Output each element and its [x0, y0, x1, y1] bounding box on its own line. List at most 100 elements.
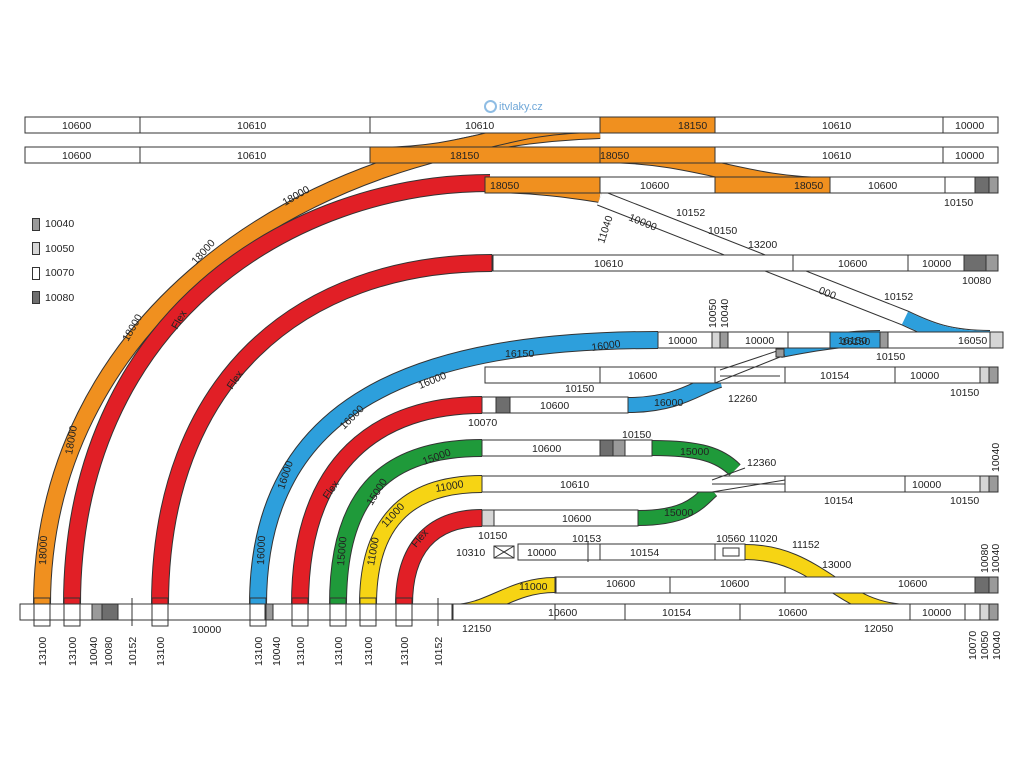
legend-swatch [32, 242, 40, 256]
label-bottom-10600a: 10600 [548, 607, 577, 619]
label-r12-4: 10080 [979, 544, 991, 573]
arc-label-16000-low: 16000 [654, 397, 683, 409]
vlabel-12: 13100 [399, 637, 411, 666]
label-r7-2: 10070 [468, 417, 497, 429]
label-r6-1: 10600 [628, 370, 657, 382]
label-10152-diag: 10152 [676, 207, 705, 219]
label-r4-3: 10000 [922, 258, 951, 270]
legend-swatch [32, 266, 40, 280]
track-row-1 [24, 116, 999, 134]
label-r9-3: 10000 [912, 479, 941, 491]
label-r3-4: 18050 [794, 180, 823, 192]
track-row-8 [481, 439, 653, 457]
vlabel-6: 13100 [155, 637, 167, 666]
label-r2-1: 10600 [62, 150, 91, 162]
legend: 10040 10050 10070 10080 [32, 212, 152, 310]
label-r11-1: 10310 [456, 547, 485, 559]
arc-label-15000-upper: 15000 [680, 446, 709, 458]
label-r2-5: 10610 [822, 150, 851, 162]
label-r9-1: 10610 [560, 479, 589, 491]
legend-swatch [32, 217, 40, 231]
legend-label: 10050 [45, 242, 75, 255]
label-r8-1: 10600 [532, 443, 561, 455]
track-row-10 [481, 509, 639, 527]
label-r5-2: 10040 [719, 299, 731, 328]
label-12260: 12260 [728, 393, 757, 405]
label-r5-4: 16150 [838, 335, 867, 347]
vlabel-4: 10080 [103, 637, 115, 666]
track-row-bottom [19, 603, 999, 621]
label-r3-5: 10150 [944, 197, 973, 209]
arc-label-16150-right: 16150 [841, 336, 870, 348]
label-10150-diag: 10150 [708, 225, 737, 237]
arc-label-blue-1: 16000 [591, 338, 622, 354]
legend-label: 10070 [45, 267, 75, 280]
label-bottom-12150: 12150 [462, 623, 491, 635]
label-bottom-10000: 10000 [192, 624, 221, 636]
label-r2-4: 18050 [600, 150, 629, 162]
label-11040: 11040 [595, 214, 615, 245]
label-r6-3: 10000 [910, 370, 939, 382]
label-r6-4: 10150 [950, 387, 979, 399]
label-13200-diag: 13200 [748, 239, 777, 251]
vlabel-3: 10040 [88, 637, 100, 666]
vlabel-7: 13100 [253, 637, 265, 666]
label-r8-5: 10040 [990, 443, 1002, 472]
label-10150-r5b: 10150 [565, 383, 594, 395]
vlabel-10: 13100 [333, 637, 345, 666]
label-r12-1: 10600 [606, 578, 635, 590]
label-r1-2: 10610 [237, 120, 266, 132]
track-row-7 [481, 396, 629, 414]
turnout-crossings [711, 348, 786, 493]
arc-label-15000-vert: 15000 [335, 536, 350, 566]
label-r11-5: 10560 [716, 533, 745, 545]
label-r6-2: 10154 [820, 370, 849, 382]
label-bottom-10040: 10040 [991, 631, 1003, 660]
label-11000-bottom: 11000 [519, 581, 548, 593]
label-r7-1: 10600 [540, 400, 569, 412]
label-r3-1: 18050 [490, 180, 519, 192]
label-r1-3: 10610 [465, 120, 494, 132]
label-r5-3: 10000 [745, 335, 774, 347]
vlabel-8: 10040 [271, 637, 283, 666]
label-r1-4: 18150 [678, 120, 707, 132]
label-r4-1: 10610 [594, 258, 623, 270]
arc-label-15000-lower: 15000 [664, 507, 693, 519]
label-r11-7: 11152 [792, 539, 820, 551]
label-r8-4: 12360 [747, 457, 776, 469]
label-r3-2: 10600 [640, 180, 669, 192]
legend-item: 10080 [32, 286, 152, 311]
arc-label-orange-5: 18000 [37, 535, 50, 565]
vlabel-11: 13100 [363, 637, 375, 666]
label-r4-2: 10600 [838, 258, 867, 270]
vlabel-2: 13100 [67, 637, 79, 666]
straight-track-rows [19, 116, 1004, 627]
label-r10-1: 10600 [562, 513, 591, 525]
vlabel-9: 13100 [295, 637, 307, 666]
label-r11-3: 10153 [572, 533, 601, 545]
label-r2-2: 10610 [237, 150, 266, 162]
label-r3-3: 10600 [868, 180, 897, 192]
label-r11-2: 10000 [527, 547, 556, 559]
label-r8-2: 10150 [622, 429, 651, 441]
vlabel-5: 10152 [127, 637, 139, 666]
label-r4-4: 10080 [962, 275, 991, 287]
legend-item: 10050 [32, 237, 152, 262]
label-r5-5: 10150 [876, 351, 905, 363]
label-r1-6: 10000 [955, 120, 984, 132]
watermark-text: itvlaky.cz [499, 101, 543, 113]
legend-label: 10040 [45, 218, 75, 231]
label-bottom-10154: 10154 [662, 607, 691, 619]
label-r2-3: 18150 [450, 150, 479, 162]
vlabel-13: 10152 [433, 637, 445, 666]
label-bottom-10000b: 10000 [922, 607, 951, 619]
label-r5-6: 16050 [958, 335, 987, 347]
legend-swatch [32, 291, 40, 305]
label-bottom-10600b: 10600 [778, 607, 807, 619]
label-10000-r5: 10000 [668, 335, 697, 347]
label-bottom-12050: 12050 [864, 623, 893, 635]
label-r11-6: 11020 [749, 533, 778, 545]
label-r9-2: 10154 [824, 495, 853, 507]
label-16150-left: 16150 [505, 348, 534, 360]
arc-label-16000-vert: 16000 [255, 535, 268, 565]
